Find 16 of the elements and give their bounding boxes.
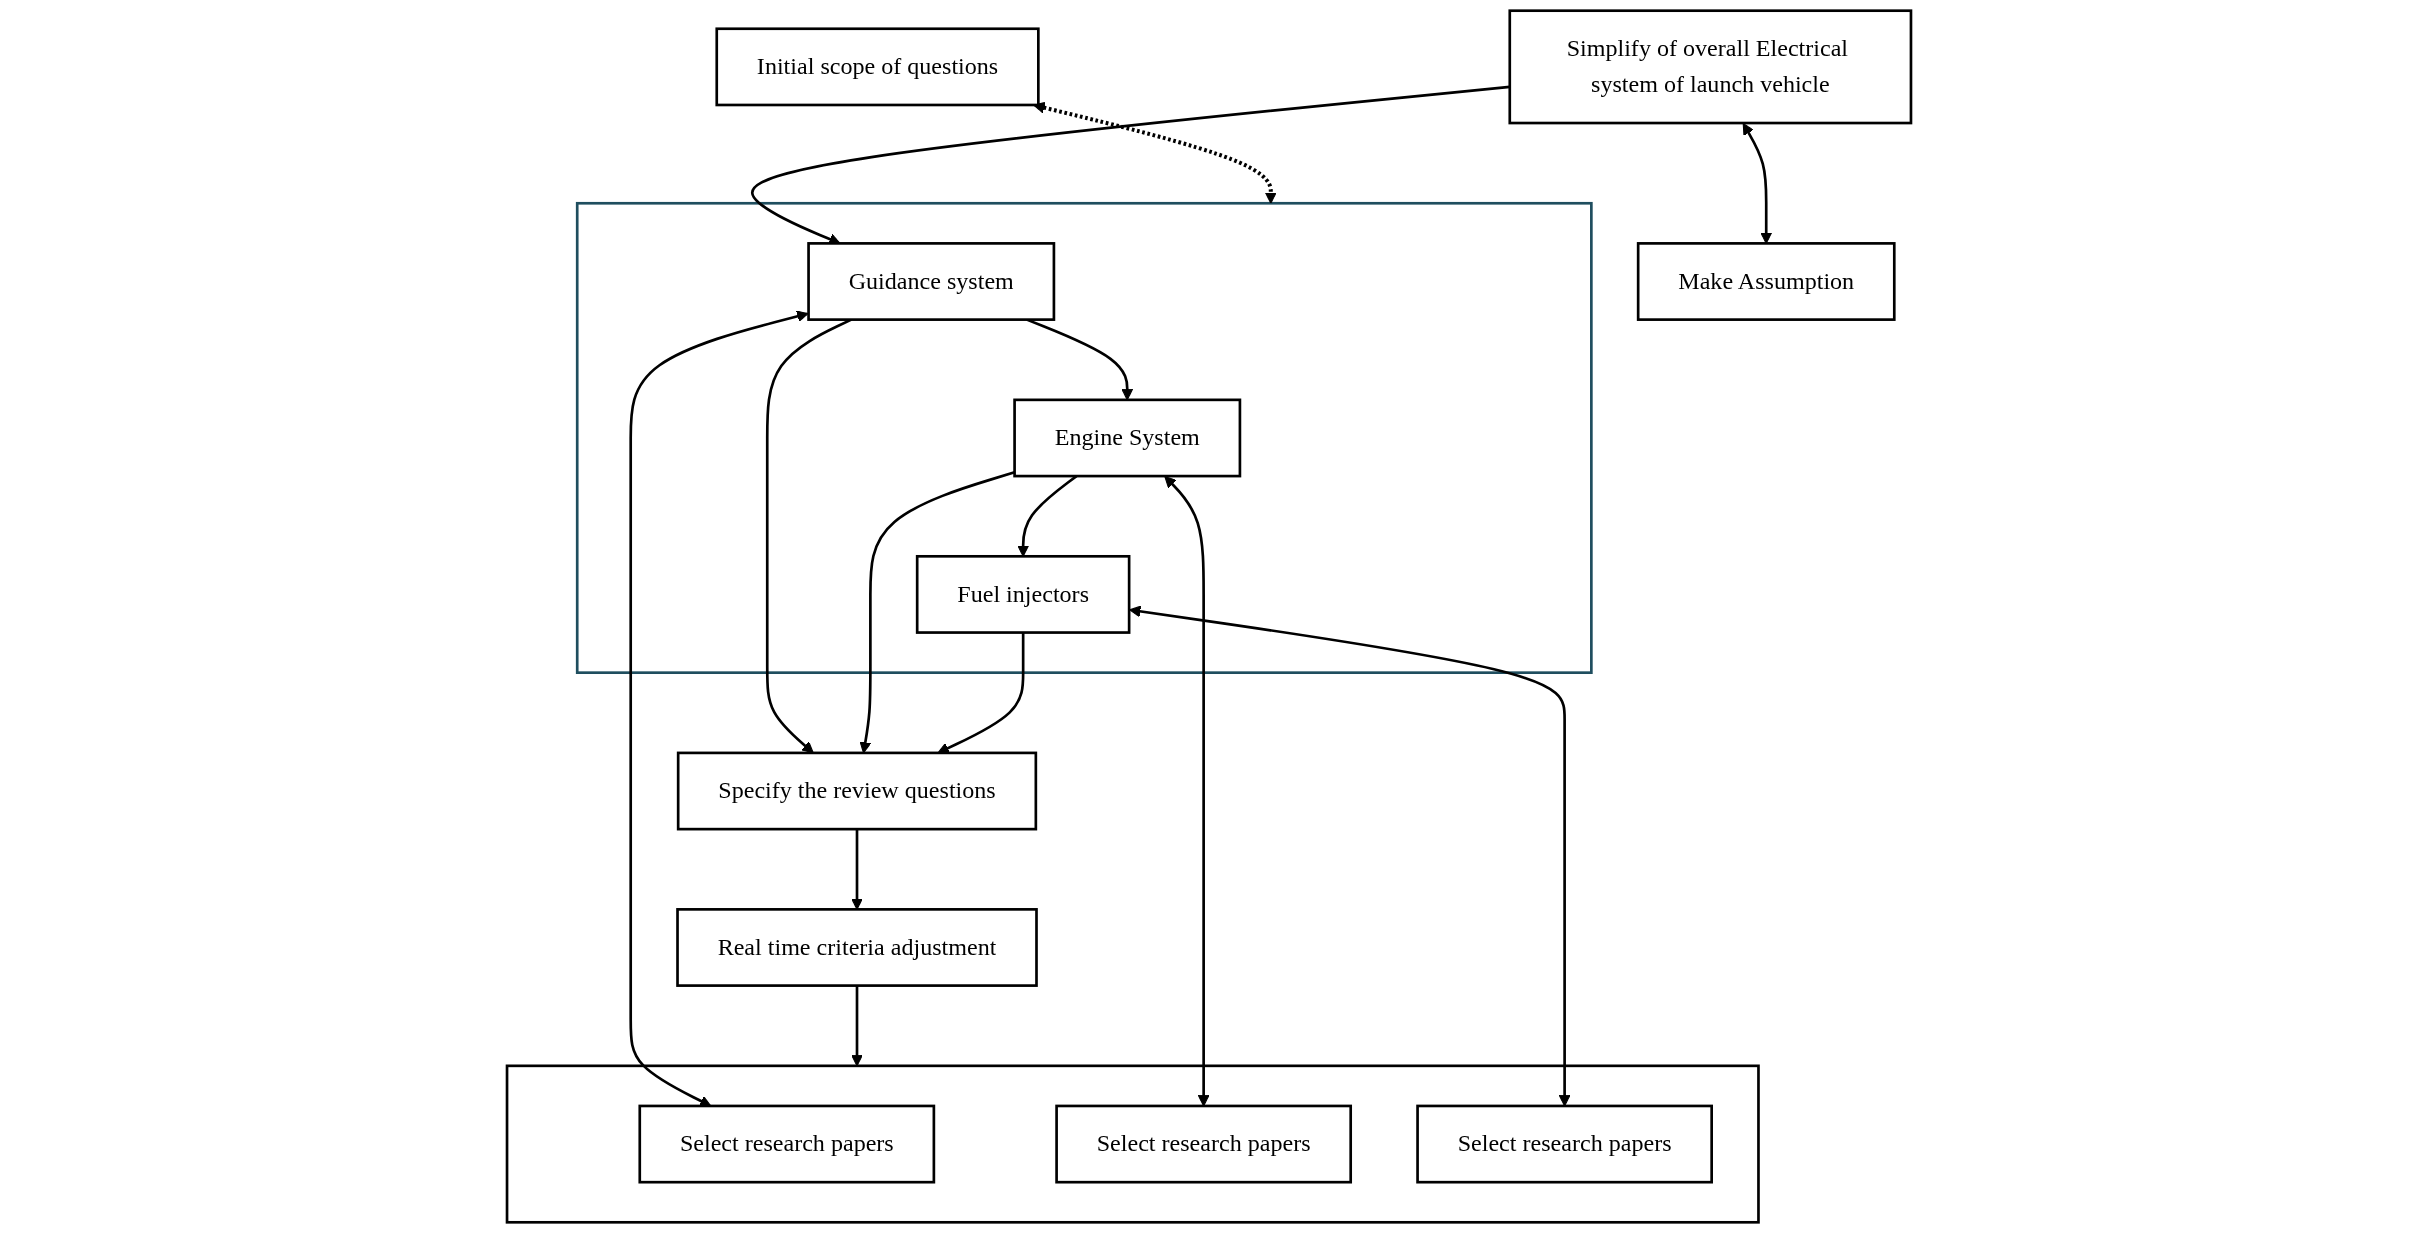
node-box: Select research papers xyxy=(1416,1104,1713,1184)
cluster xyxy=(575,201,1593,674)
node-box: Initial scope of questions xyxy=(715,27,1040,107)
node-box: Select research papers xyxy=(1055,1104,1353,1184)
node-box: Fuel injectors xyxy=(915,555,1131,634)
node-box: Simplify of overall Electrical system of launch vehicle xyxy=(1508,9,1913,125)
arrow xyxy=(851,985,863,1067)
node-box: Select research papers xyxy=(638,1104,936,1184)
node-box: Real time criteria adjustment xyxy=(676,908,1038,987)
arrow xyxy=(851,829,863,910)
cluster xyxy=(505,1064,1760,1224)
node-box: Guidance system xyxy=(807,242,1056,321)
node-box: Specify the review questions xyxy=(676,751,1038,831)
arrow xyxy=(1033,101,1277,204)
node-box: Make Assumption xyxy=(1636,242,1896,321)
node-box: Engine System xyxy=(1013,398,1242,478)
